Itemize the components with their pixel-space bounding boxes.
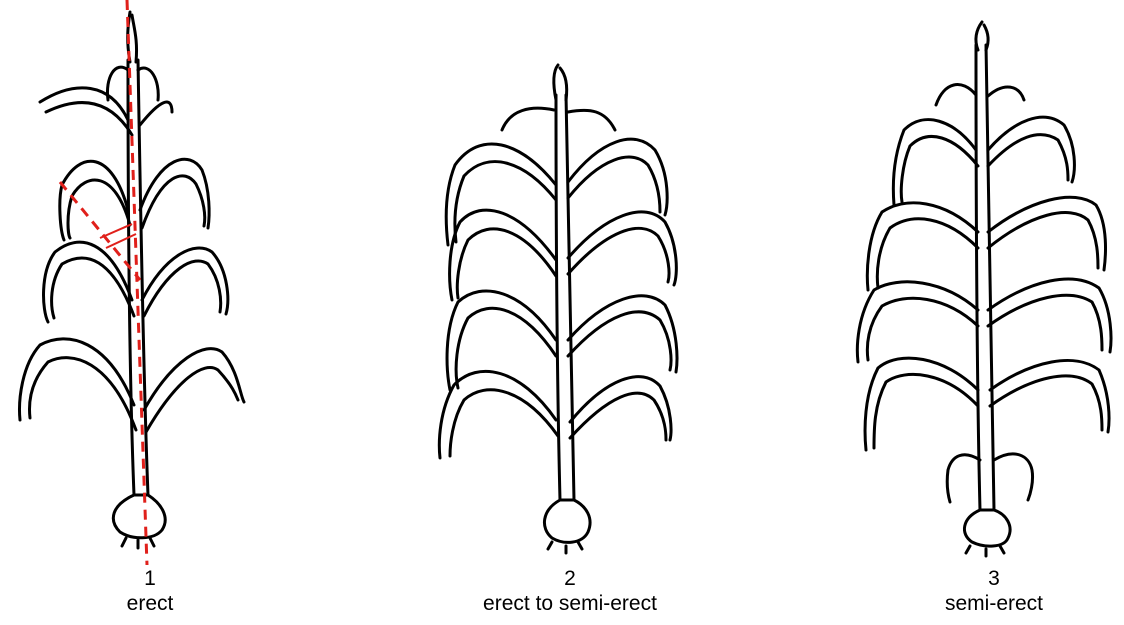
plant-panel-erect-to-semi-erect: 2 erect to semi-erect: [420, 0, 720, 625]
plant-panel-semi-erect: 3 semi-erect: [844, 0, 1124, 625]
plant-number: 1: [0, 567, 300, 591]
plant-number: 3: [844, 567, 1124, 591]
plant-caption-semi-erect: 3 semi-erect: [844, 567, 1124, 617]
plant-drawing-semi-erect: [844, 0, 1124, 565]
plant-label: erect: [0, 591, 300, 617]
plant-caption-erect: 1 erect: [0, 567, 300, 617]
plant-label: erect to semi-erect: [420, 591, 720, 617]
plant-drawing-erect-to-semi-erect: [420, 0, 720, 565]
plant-caption-erect-to-semi-erect: 2 erect to semi-erect: [420, 567, 720, 617]
plant-number: 2: [420, 567, 720, 591]
angle-marker: [100, 224, 136, 248]
plant-drawing-erect: [0, 0, 300, 565]
plant-panel-erect: 1 erect: [0, 0, 300, 625]
plant-label: semi-erect: [844, 591, 1124, 617]
